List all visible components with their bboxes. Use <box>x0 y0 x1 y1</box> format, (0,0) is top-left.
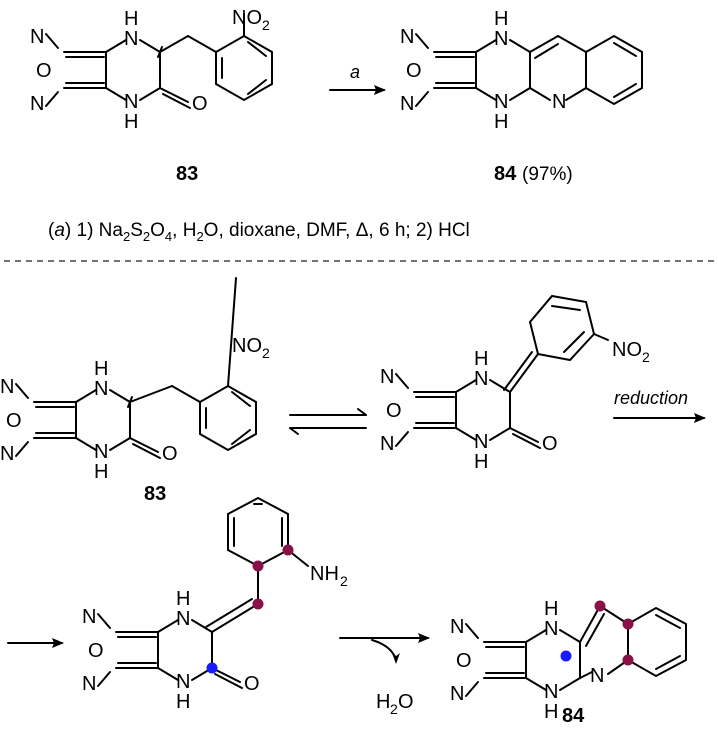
svg-text:N: N <box>590 665 604 687</box>
svg-text:O: O <box>162 443 178 465</box>
compound-83-top: O <box>29 7 273 134</box>
arrow-label-a: a <box>350 62 360 82</box>
svg-text:O: O <box>398 691 414 713</box>
compound-84-top: N <box>399 7 643 134</box>
svg-text:O: O <box>542 433 558 455</box>
nitro-group-top: NO 2 <box>232 7 270 33</box>
marker-dots-amine <box>206 544 294 674</box>
compound-83-label-mech: 83 <box>144 483 166 505</box>
svg-text:NH: NH <box>310 563 339 585</box>
compound-84-label-mech: 84 <box>562 705 585 727</box>
svg-text:2: 2 <box>390 701 398 717</box>
amine-intermediate: O <box>81 496 309 714</box>
cyclization-arrow <box>339 633 430 664</box>
nitro-group-tautomer: NO 2 <box>612 339 650 365</box>
svg-text:NO: NO <box>612 339 642 361</box>
svg-text:2: 2 <box>262 345 270 361</box>
svg-text:NO: NO <box>232 7 262 29</box>
reduction-arrow <box>613 413 706 423</box>
water-label: H 2 O <box>376 691 414 717</box>
tautomer-intermediate: O <box>379 294 609 474</box>
svg-text:2: 2 <box>642 349 650 365</box>
svg-text:NO: NO <box>232 335 262 357</box>
nitro-group-mech: NO 2 <box>232 335 270 361</box>
reduction-label: reduction <box>614 388 688 408</box>
svg-text:(97%): (97%) <box>522 164 573 185</box>
reaction-arrow-top <box>329 85 386 95</box>
equilibrium-arrows <box>289 408 367 435</box>
compound-83-mech: O <box>0 277 257 484</box>
svg-text:2: 2 <box>340 573 348 589</box>
compound-84-label-top: 84 (97%) <box>494 163 573 185</box>
continuation-arrow <box>7 638 64 648</box>
compound-83-label-top: 83 <box>176 163 198 185</box>
svg-text:84: 84 <box>494 163 517 185</box>
svg-text:2: 2 <box>262 17 270 33</box>
marker-dots-product <box>560 600 634 666</box>
svg-text:O: O <box>192 93 208 115</box>
reaction-conditions: (a) 1) Na2S2O4, H2O, dioxane, DMF, Δ, 6 … <box>48 220 470 244</box>
svg-text:H: H <box>376 691 390 713</box>
svg-text:O: O <box>244 673 260 695</box>
svg-text:N: N <box>552 91 566 113</box>
amine-group: NH 2 <box>310 563 348 589</box>
